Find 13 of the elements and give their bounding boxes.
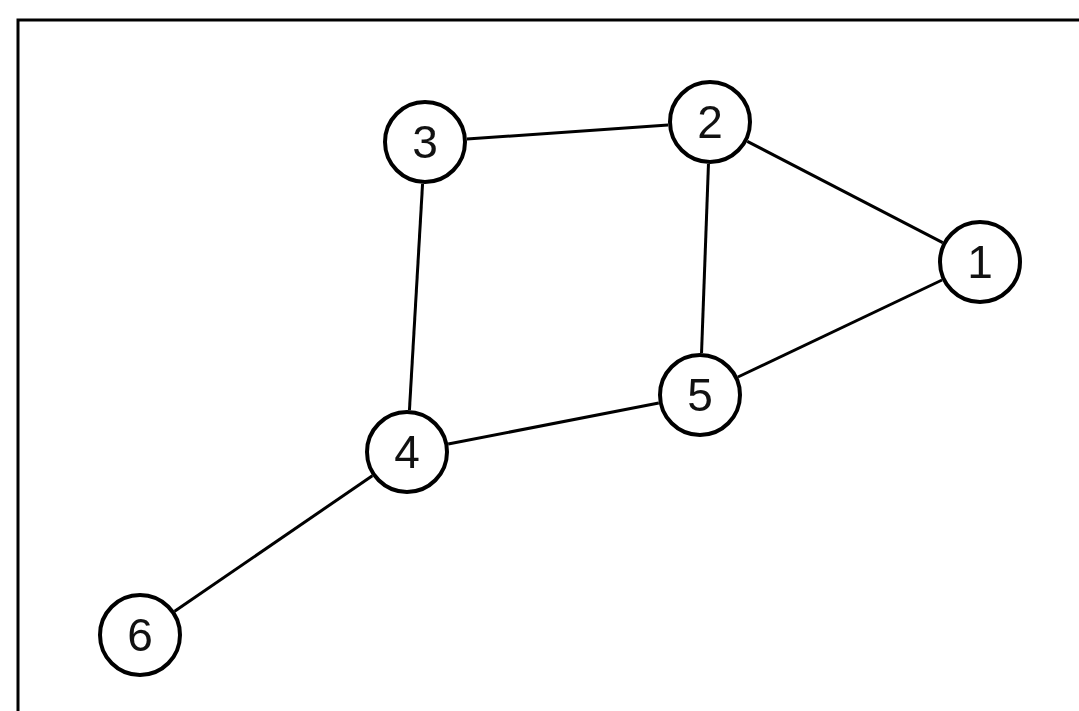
- connector-line: [173, 474, 374, 613]
- vertex-label: 6: [127, 612, 153, 658]
- connector-line: [447, 401, 660, 446]
- vertex-label: 4: [394, 429, 420, 475]
- connector-line: [700, 163, 710, 354]
- vertex-label: 3: [412, 119, 438, 165]
- vertex-label: 5: [687, 372, 713, 418]
- connector-line: [746, 140, 944, 244]
- connector-line: [737, 278, 943, 379]
- vertex-label: 2: [697, 99, 723, 145]
- connector-line: [466, 123, 669, 141]
- connector-line: [407, 183, 425, 411]
- vertex-label: 1: [967, 239, 993, 285]
